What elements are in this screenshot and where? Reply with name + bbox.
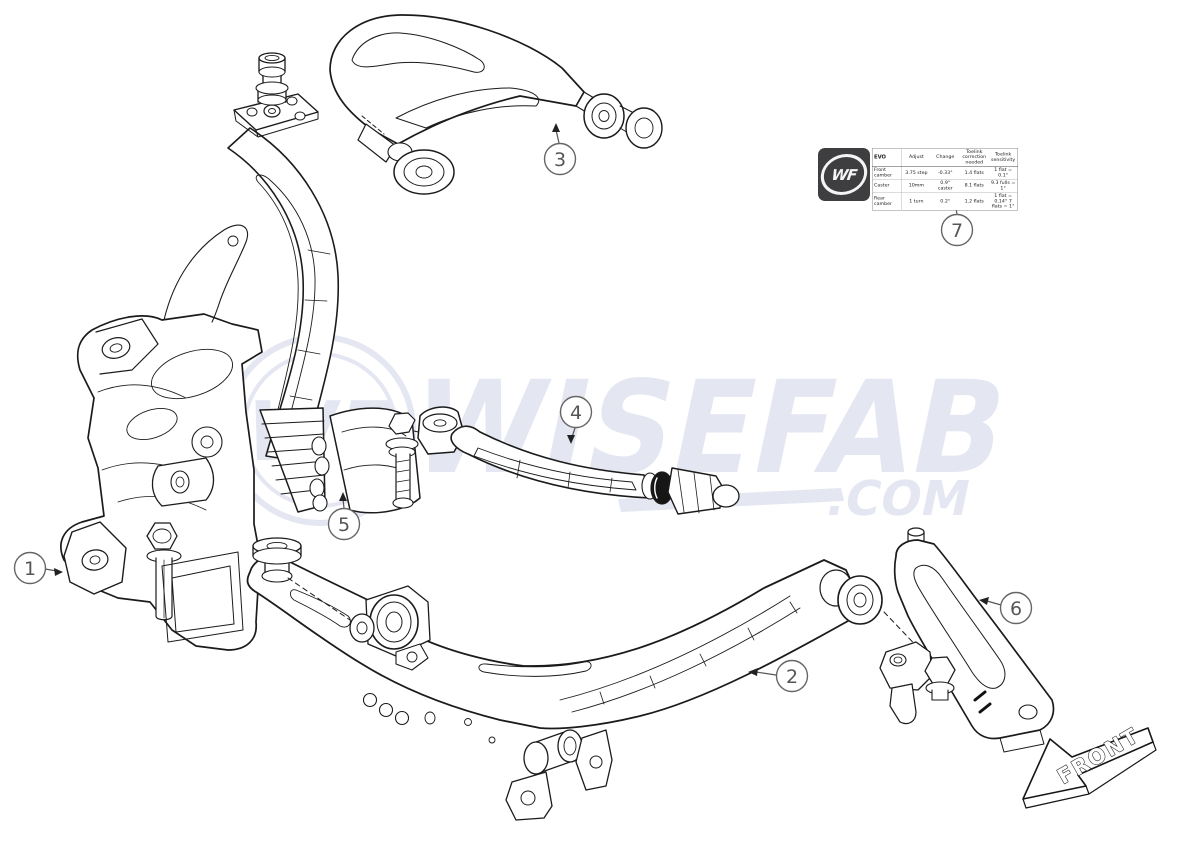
- spec-table-block: WF EVO Adjust Change Toelink correction …: [818, 148, 1164, 273]
- callouts: 1 2 3 4 5 6: [13, 123, 1033, 693]
- lower-arm-part: [246, 537, 883, 821]
- watermark-suffix-text: .COM: [821, 471, 975, 526]
- wf-logo-text: WF: [830, 165, 858, 184]
- svg-text:2: 2: [786, 666, 798, 688]
- front-direction-arrow: FRONT: [1022, 722, 1157, 809]
- upper-arm-part: [329, 14, 663, 195]
- svg-text:6: 6: [1010, 598, 1022, 620]
- spec-col-adjust: Adjust: [901, 148, 931, 167]
- drop-bracket-part: [879, 527, 1055, 753]
- knuckle-upright-part: [60, 52, 340, 651]
- spec-row-caster: Caster 10mm 0.9° caster 8.1 flats 9.3 fu…: [872, 179, 1018, 193]
- spec-row-rear-camber: Rear camber 1 turn 0.2° 1.2 flats 1 flat…: [872, 192, 1015, 211]
- wisefab-logo-badge: WF: [818, 148, 870, 201]
- svg-text:1: 1: [24, 558, 36, 580]
- svg-text:7: 7: [951, 220, 963, 242]
- callout-3: 3: [543, 123, 577, 176]
- spec-row-front-camber: Front camber 3.75 step -0.33° 1.4 flats …: [872, 166, 1018, 180]
- callout-6: 6: [979, 591, 1033, 625]
- adjustment-spec-table: EVO Adjust Change Toelink correction nee…: [872, 148, 1018, 211]
- callout-2: 2: [748, 659, 809, 693]
- shim-bracket-part: [259, 407, 437, 514]
- wf-logo-icon: WF: [818, 154, 870, 195]
- svg-text:5: 5: [338, 514, 350, 536]
- spec-col-change: Change: [930, 148, 960, 167]
- spec-col-correction: Toelink correction needed: [959, 148, 989, 167]
- callout-1: 1: [13, 551, 63, 585]
- callout-7: 7: [940, 196, 974, 247]
- svg-text:3: 3: [554, 149, 566, 171]
- spec-table-title: EVO: [872, 148, 902, 167]
- callout-5: 5: [327, 492, 361, 541]
- svg-text:4: 4: [570, 402, 582, 424]
- callout-4: 4: [559, 395, 593, 444]
- camber-toe-arm-part: [417, 406, 740, 515]
- spec-col-sensitivity: Toelink sensitivity: [988, 148, 1018, 167]
